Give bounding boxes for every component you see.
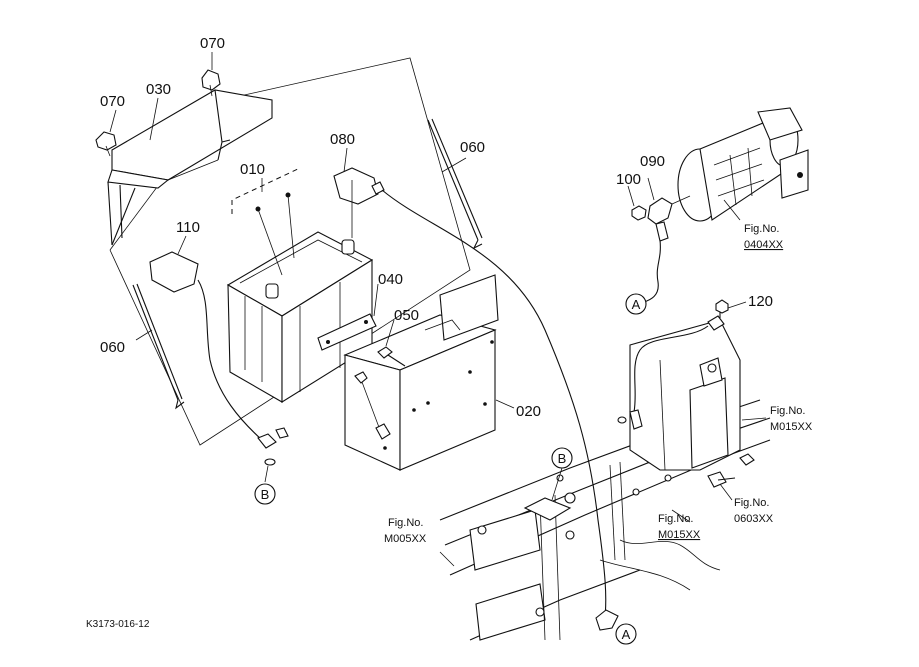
terminal-cover-110	[149, 251, 199, 293]
callout-060-right: 060	[460, 139, 485, 156]
marker-b-right: B	[551, 447, 573, 469]
fig-ref-m015xx-right: Fig.No. M015XX	[770, 405, 813, 433]
callout-020: 020	[516, 403, 541, 420]
terminal-cover-080	[333, 167, 385, 238]
battery-010	[226, 167, 374, 403]
fig-ref-m015xx-center-line1: Fig.No.	[658, 513, 693, 525]
starter-motor	[677, 107, 809, 222]
fig-ref-m015xx-right-line1: Fig.No.	[770, 405, 805, 417]
fig-ref-m005xx-line1: Fig.No.	[388, 517, 423, 529]
wing-nut-070-upper	[201, 69, 221, 97]
ground-cable	[633, 325, 709, 413]
callout-040: 040	[378, 271, 403, 288]
callout-070-left: 070	[100, 93, 125, 110]
washer-100	[631, 205, 647, 221]
callout-070-upper: 070	[200, 35, 225, 52]
fig-ref-0603xx-line1: Fig.No.	[734, 497, 769, 509]
marker-a-lower-label: A	[622, 627, 631, 642]
starter-lead-a	[643, 239, 661, 303]
marker-b-left-label: B	[261, 487, 270, 502]
callout-050: 050	[394, 307, 419, 324]
callout-030: 030	[146, 81, 171, 98]
callout-010: 010	[240, 161, 265, 178]
wing-nut-070-left	[95, 131, 117, 157]
marker-a-upper-label: A	[632, 297, 641, 312]
cable-end-nut-b	[257, 427, 289, 466]
callout-110: 110	[176, 219, 200, 236]
callout-100: 100	[616, 171, 641, 188]
positive-cable	[381, 189, 607, 626]
leader-lines	[109, 52, 767, 567]
frame-bolt	[707, 453, 755, 488]
battery-cover-030	[107, 89, 273, 246]
part-callouts: 070 070 030 010 080 060 110 060 040 050 …	[100, 35, 773, 420]
bolt-120	[707, 299, 729, 331]
connector-090	[647, 195, 691, 242]
mounting-bracket	[629, 319, 741, 471]
marker-b-left: B	[254, 483, 276, 505]
callout-120: 120	[748, 293, 773, 310]
fig-ref-0603xx: Fig.No. 0603XX	[734, 497, 774, 525]
negative-cable	[197, 279, 263, 441]
clamp-a-lower	[595, 609, 619, 631]
fig-ref-0404xx-line2: 0404XX	[744, 239, 784, 251]
bolt-050	[377, 346, 406, 367]
cable-end-a-lower	[617, 409, 643, 430]
drawing-code: K3173-016-12	[86, 619, 150, 630]
fig-ref-m015xx-center-line2: M015XX	[658, 529, 701, 541]
callout-080: 080	[330, 131, 355, 148]
battery-tray-020	[343, 274, 499, 471]
fig-ref-m005xx-line2: M005XX	[384, 533, 427, 545]
fig-ref-m015xx-center: Fig.No. M015XX	[658, 513, 701, 541]
hold-down-bar-040	[317, 313, 377, 351]
fig-ref-0404xx: Fig.No. 0404XX	[744, 223, 784, 251]
rod-060-left	[132, 283, 185, 410]
rod-060-right	[427, 118, 483, 250]
fig-ref-m005xx: Fig.No. M005XX	[384, 517, 427, 545]
fig-ref-m015xx-right-line2: M015XX	[770, 421, 813, 433]
fig-ref-0603xx-line2: 0603XX	[734, 513, 774, 525]
callout-060-left: 060	[100, 339, 125, 356]
callout-090: 090	[640, 153, 665, 170]
marker-a-lower: A	[615, 623, 637, 645]
marker-b-right-label: B	[558, 451, 567, 466]
fig-ref-0404xx-line1: Fig.No.	[744, 223, 779, 235]
marker-a-upper: A	[625, 293, 647, 315]
